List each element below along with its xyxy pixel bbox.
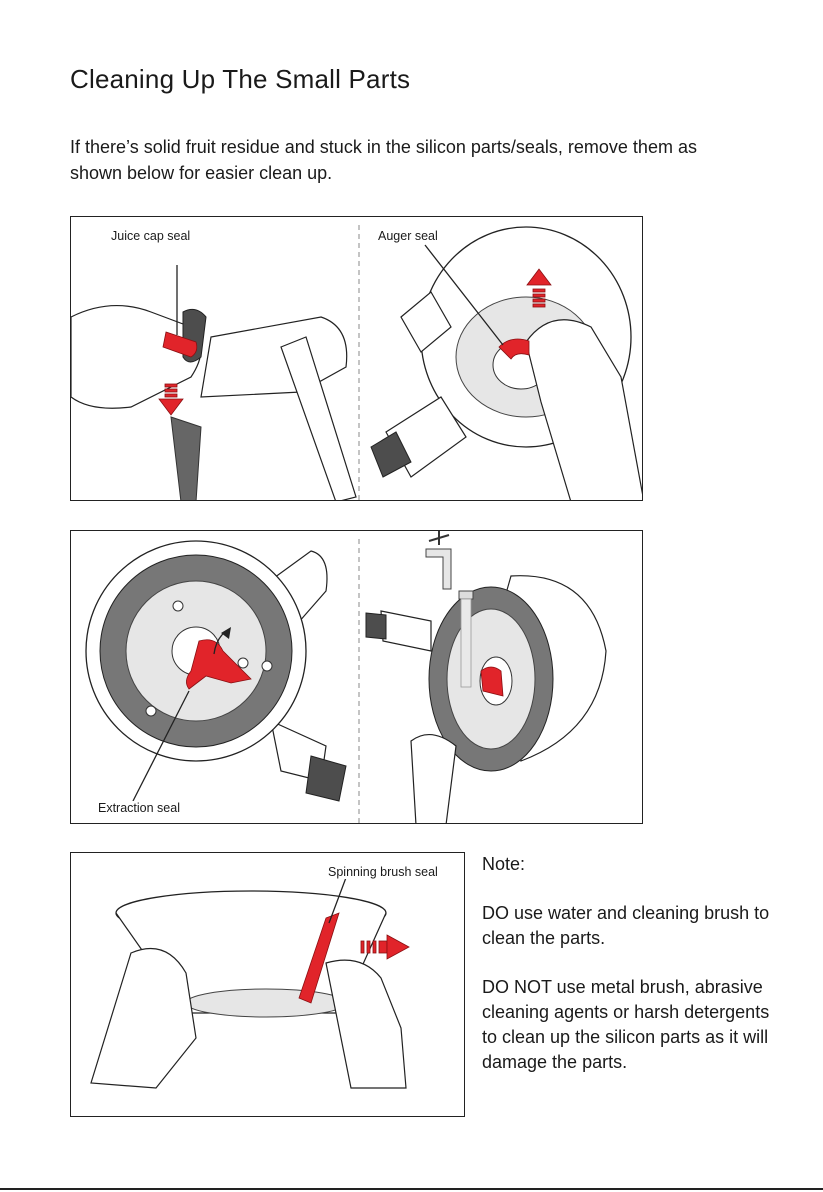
juicer-outlet (380, 610, 432, 652)
extraction-seal-red (480, 666, 504, 697)
brush-seal-leader-line (328, 874, 348, 924)
spinning-brush-illustration (90, 874, 410, 1089)
screw-icon (145, 705, 157, 717)
juice-cap-auger-illustration (71, 225, 642, 500)
bottom-rule (0, 1188, 823, 1190)
note-heading: Note: (482, 854, 526, 874)
hand-holding-base (410, 734, 457, 823)
left-hand (71, 305, 202, 409)
arrow-up-icon (526, 268, 552, 308)
note-do-not: DO NOT use metal brush, abrasive cleanin… (482, 977, 770, 1072)
intro-paragraph: If there’s solid fruit residue and stuck… (70, 137, 697, 183)
left-hand (90, 947, 197, 1089)
spinning-brush-seal-label: Spinning brush seal (326, 865, 440, 879)
juice-cap-seal-label: Juice cap seal (109, 229, 193, 243)
screw-icon (261, 660, 273, 672)
screw-icon (172, 600, 184, 612)
extraction-seal-label: Extraction seal (96, 801, 182, 815)
right-hand (200, 316, 348, 398)
illustration-panel-brush: Spinning brush seal (70, 852, 465, 1117)
spinning-brush-seal-red (298, 912, 340, 1004)
note-section: Note: DO use water and cleaning brush to… (482, 852, 772, 1099)
water-tap-icon (425, 531, 474, 600)
screw-icon (237, 657, 249, 669)
illustration-panel-caps: Juice cap seal Auger seal (70, 216, 643, 501)
juicer-outlet-tip (305, 755, 347, 802)
extraction-seal-leader-line (132, 690, 190, 802)
extraction-seal-illustration (85, 531, 607, 823)
arrow-down-icon (158, 383, 184, 416)
arrow-right-icon (360, 934, 410, 960)
illustration-panel-extraction: Extraction seal (70, 530, 643, 824)
juicer-outlet-tip (370, 431, 412, 478)
extraction-seal-red (186, 639, 252, 690)
note-do: DO use water and cleaning brush to clean… (482, 903, 770, 948)
page-title: Cleaning Up The Small Parts (70, 64, 411, 94)
brush-basket-base (185, 988, 347, 1018)
juicer-handle (400, 291, 452, 353)
right-hand (325, 959, 407, 1089)
auger-seal-leader-line (424, 244, 504, 346)
juice-cap-seal-red (162, 331, 198, 358)
water-stream (460, 598, 472, 688)
juice-cap-strap (170, 416, 202, 500)
juice-spout (280, 336, 357, 500)
rotation-arrow-head-icon (221, 627, 231, 639)
auger-seal-label: Auger seal (376, 229, 440, 243)
hand-pulling-auger-seal (525, 319, 642, 500)
auger-seal-red (498, 338, 530, 360)
juicer-outlet-tip (365, 612, 387, 640)
